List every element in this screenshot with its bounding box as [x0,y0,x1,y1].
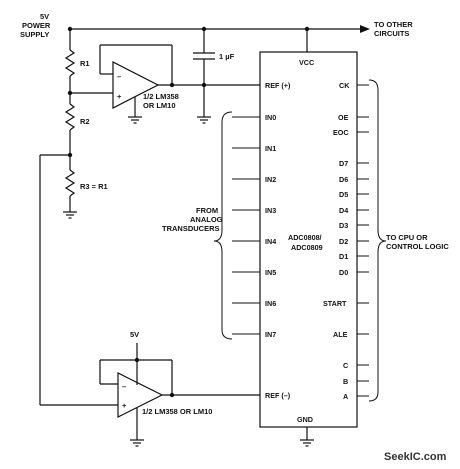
r2-label: R2 [80,117,90,126]
arrow-to-other-circuits [360,25,370,33]
pin-in0: IN0 [265,113,276,122]
chip-label-2: ADC0809 [291,243,323,252]
to-cpu-label-1: TO CPU OR [386,233,428,242]
r1-label: R1 [80,59,90,68]
to-other-label-2: CIRCUITS [374,29,409,38]
pin-in3: IN3 [265,206,276,215]
pin-d6: D6 [339,175,348,184]
adc-chip [259,51,358,428]
left-brace [213,111,233,340]
pin-a: A [343,392,348,401]
from-label-2: ANALOG [190,215,223,224]
resistor-r3 [64,169,76,197]
junction-opamp-bottom-out [169,392,175,398]
pin-eoc: EOC [333,128,349,137]
pin-in6: IN6 [265,299,276,308]
digital-pins: CK OE EOC D7 D6 D5 D4 D3 D2 D1 D0 START … [323,81,369,401]
pin-d7: D7 [339,159,348,168]
pin-in2: IN2 [265,175,276,184]
pin-d4: D4 [339,206,348,215]
to-other-label-1: TO OTHER [374,20,413,29]
vcc-label: VCC [299,58,314,67]
pin-oe: OE [338,113,349,122]
opamp-bottom-label: 1/2 LM358 OR LM10 [142,407,212,416]
pin-ref-minus: REF (–) [265,391,291,400]
to-cpu-label-2: CONTROL LOGIC [386,242,449,251]
pin-ale: ALE [333,330,348,339]
pin-d0: D0 [339,268,348,277]
opamp-top-minus: – [117,72,121,81]
pin-d3: D3 [339,221,348,230]
analog-inputs: IN0 IN1 IN2 IN3 IN4 IN5 IN6 IN7 [232,113,276,339]
r3-label: R3 = R1 [80,182,108,191]
supply-label-power: POWER [22,21,51,30]
opamp-bottom-plus: + [122,401,127,410]
pin-d1: D1 [339,252,348,261]
pin-start: START [323,299,347,308]
capacitor-label: 1 µF [219,52,235,61]
pin-ref-plus: REF (+) [265,81,291,90]
from-label-1: FROM [196,206,218,215]
gnd-pin-label: GND [297,415,313,424]
pin-c: C [343,361,348,370]
opamp-top [112,61,160,109]
pin-d2: D2 [339,237,348,246]
chip-label-1: ADC0808/ [288,233,322,242]
junction-opamp-out [169,82,175,88]
pin-in5: IN5 [265,268,276,277]
opamp-bottom [117,372,164,418]
opamp-top-label-1: 1/2 LM358 [143,92,179,101]
bottom-5v-label: 5V [130,330,139,339]
pin-in4: IN4 [265,237,276,246]
resistor-r2 [64,103,76,131]
supply-label-5v: 5V [40,12,49,21]
pin-d5: D5 [339,190,348,199]
pin-ck: CK [339,81,350,90]
resistor-r1 [64,49,76,77]
junction-bottom-5v [134,357,140,363]
opamp-top-plus: + [117,92,122,101]
opamp-top-label-2: OR LM10 [143,101,176,110]
opamp-bottom-minus: – [122,382,126,391]
supply-label-supply: SUPPLY [20,30,49,39]
pin-in1: IN1 [265,144,276,153]
watermark: SeekIC.com [384,451,447,463]
from-label-3: TRANSDUCERS [162,224,220,233]
pin-in7: IN7 [265,330,276,339]
pin-b: B [343,377,348,386]
right-brace [368,79,387,402]
